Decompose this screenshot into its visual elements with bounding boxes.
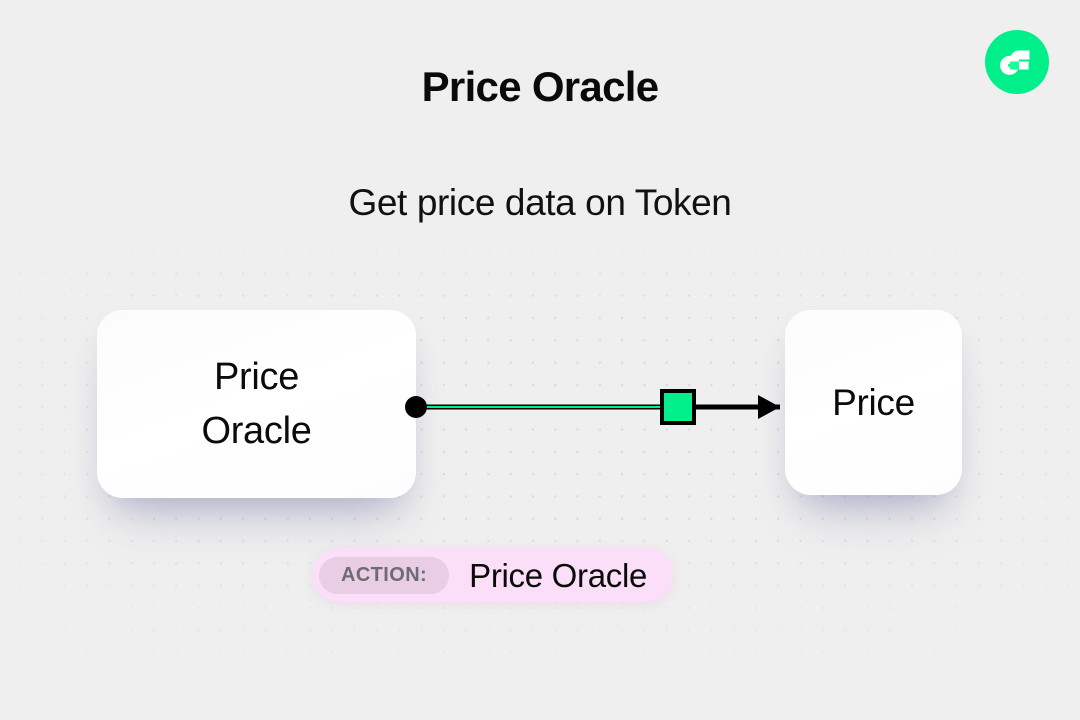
page-title: Price Oracle bbox=[421, 63, 659, 110]
node-card-price[interactable]: Price bbox=[785, 310, 962, 495]
action-badge-value: Price Oracle bbox=[469, 556, 648, 594]
edge-green-square bbox=[660, 389, 696, 425]
input-arrowhead bbox=[758, 395, 780, 419]
edge-connector bbox=[400, 385, 800, 431]
flow-logo-icon bbox=[985, 30, 1049, 94]
action-badge-key: ACTION: bbox=[319, 556, 450, 594]
page-subtitle: Get price data on Token bbox=[348, 182, 732, 223]
node-card-label: Price bbox=[832, 381, 915, 423]
node-card-label: Price Oracle bbox=[201, 356, 312, 452]
action-badge[interactable]: ACTION: Price Oracle bbox=[312, 548, 674, 602]
node-card-price-oracle[interactable]: Price Oracle bbox=[97, 310, 416, 498]
